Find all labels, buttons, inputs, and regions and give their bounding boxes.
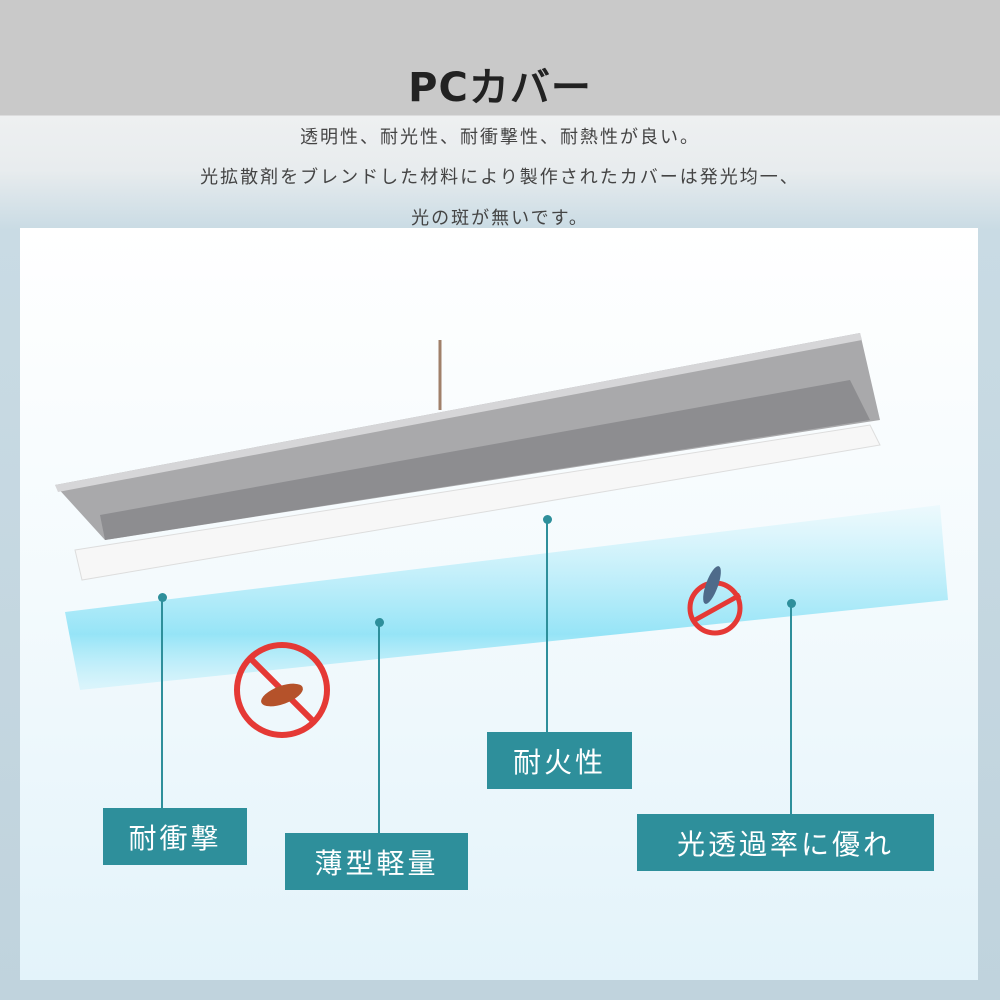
page-title: PCカバー <box>408 65 592 111</box>
callout-dot <box>543 515 552 524</box>
description-line-1: 透明性、耐光性、耐衝撃性、耐熱性が良い。 <box>300 127 700 148</box>
diffuser-cover <box>74 424 881 581</box>
feature-fire-resistance: 耐火性 <box>487 732 632 789</box>
mosquito-prohibited-icon-small <box>687 566 743 636</box>
description-line-2: 光拡散剤をブレンドした材料により製作されたカバーは発光均一、 <box>200 167 800 188</box>
feature-light-transmittance: 光透過率に優れ <box>637 814 934 871</box>
callout-dot <box>158 593 167 602</box>
feature-thin-light: 薄型軽量 <box>285 833 468 890</box>
callout-line <box>790 604 792 814</box>
feature-impact-resistance: 耐衝撃 <box>103 808 247 865</box>
mosquito-prohibited-icon-large <box>234 642 330 738</box>
callout-dot <box>375 618 384 627</box>
description-line-3: 光の斑が無いです。 <box>411 208 589 229</box>
callout-dot <box>787 599 796 608</box>
callout-line <box>378 623 380 833</box>
callout-line <box>546 520 548 732</box>
callout-line <box>161 598 163 808</box>
